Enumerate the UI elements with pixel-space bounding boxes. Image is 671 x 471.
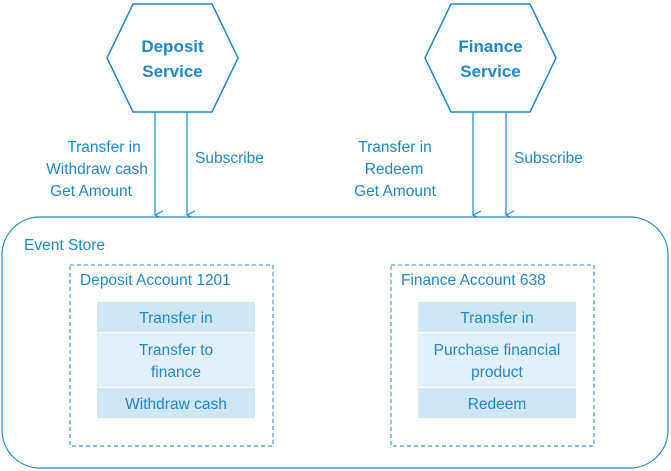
finance-service-hexagon	[424, 3, 557, 113]
deposit-service-hexagon	[106, 3, 239, 113]
finance-account-box: Finance Account 638 Transfer in Purchase…	[390, 264, 595, 447]
deposit-event-3-text: Withdraw cash	[125, 396, 227, 413]
deposit-command-label-3: Get Amount	[50, 183, 133, 200]
deposit-event-1-text: Transfer in	[139, 310, 213, 327]
deposit-account-box: Deposit Account 1201 Transfer in Transfe…	[69, 264, 274, 447]
finance-event-2-text-line1: Purchase financial	[434, 342, 561, 359]
deposit-service-label-line2: Service	[142, 62, 203, 81]
event-store-title: Event Store	[24, 237, 105, 254]
finance-event-row-2	[418, 333, 576, 387]
finance-subscribe-label: Subscribe	[514, 150, 583, 167]
finance-service-label-line1: Finance	[458, 37, 522, 56]
deposit-event-2-text-line1: Transfer to	[139, 342, 213, 359]
deposit-account-title: Deposit Account 1201	[80, 272, 231, 289]
finance-command-label-1: Transfer in	[358, 139, 432, 156]
finance-event-3-text: Redeem	[468, 396, 527, 413]
deposit-service-node: Deposit Service	[106, 3, 239, 113]
deposit-service-label-line1: Deposit	[141, 37, 204, 56]
finance-service-node: Finance Service	[424, 3, 557, 113]
deposit-command-label-1: Transfer in	[67, 139, 141, 156]
finance-event-1-text: Transfer in	[460, 310, 534, 327]
finance-command-label-3: Get Amount	[354, 183, 437, 200]
finance-service-label-line2: Service	[460, 62, 521, 81]
finance-command-label-2: Redeem	[365, 161, 424, 178]
finance-event-row-1	[418, 302, 576, 332]
deposit-event-row-3	[97, 388, 255, 418]
finance-event-row-3	[418, 388, 576, 418]
deposit-command-label-2: Withdraw cash	[46, 161, 148, 178]
finance-event-2-text-line2: product	[471, 364, 523, 381]
finance-account-title: Finance Account 638	[401, 272, 546, 289]
deposit-subscribe-label: Subscribe	[195, 150, 264, 167]
deposit-account-border	[69, 264, 274, 447]
finance-account-border	[390, 264, 595, 447]
deposit-event-row-2	[97, 333, 255, 387]
deposit-event-2-text-line2: finance	[151, 364, 201, 381]
deposit-event-row-1	[97, 302, 255, 332]
